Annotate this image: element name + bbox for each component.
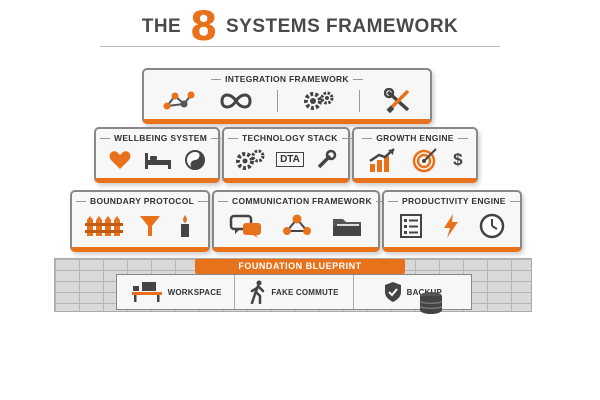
technology-stack-block: TECHNOLOGY STACK DTA [222,127,350,183]
diagram-title: THE 8 SYSTEMS FRAMEWORK [0,4,600,50]
title-number: 8 [189,4,218,50]
title-underline [100,46,500,47]
communication-framework-block: COMMUNICATION FRAMEWORK [212,190,380,252]
shield-icon [383,281,403,303]
boundary-protocol-block: BOUNDARY PROTOCOL [70,190,210,252]
yin-yang-icon [184,149,206,171]
heart-icon [108,149,132,171]
wrench-icon [315,149,337,171]
wrench-screwdriver-icon [384,87,412,114]
productivity-engine-label: PRODUCTIVITY ENGINE [384,196,520,206]
communication-framework-label: COMMUNICATION FRAMEWORK [214,196,378,206]
speech-bubbles-icon [229,213,263,239]
foundation-items: WORKSPACE FAKE COMMUTE BACKUP [116,274,472,310]
lightning-icon [442,213,460,239]
foundation-item-backup: BACKUP [352,275,471,309]
wellbeing-system-block: WELLBEING SYSTEM [94,127,220,183]
desk-icon [130,281,164,303]
divider [359,89,361,112]
bar-growth-icon [367,147,397,173]
boundary-protocol-label: BOUNDARY PROTOCOL [72,196,208,206]
foundation-blueprint-label: FOUNDATION BLUEPRINT [195,259,405,274]
dollar-icon: $ [453,149,463,169]
network-nodes-icon [162,90,196,112]
gears-icon [235,148,265,172]
growth-engine-block: GROWTH ENGINE $ [352,127,478,183]
backup-label: BACKUP [406,287,443,297]
wellbeing-system-label: WELLBEING SYSTEM [96,133,218,143]
growth-engine-label: GROWTH ENGINE [354,133,476,143]
data-tag-text: DTA [280,154,300,165]
fence-icon [85,214,125,238]
checklist-icon [399,213,423,239]
integration-framework-block: INTEGRATION FRAMEWORK [142,68,432,124]
gears-icon [302,89,336,113]
integration-framework-label: INTEGRATION FRAMEWORK [144,74,430,84]
target-icon [412,147,438,173]
candle-icon [175,213,195,239]
foundation-item-workspace: WORKSPACE [117,275,234,309]
funnel-icon [139,214,161,238]
fake-commute-label: FAKE COMMUTE [271,287,339,297]
database-icon [418,291,444,315]
workspace-label: WORKSPACE [167,287,222,297]
divider [277,89,279,112]
data-tag-icon: DTA [276,152,304,167]
walking-person-icon [249,280,267,304]
technology-stack-label: TECHNOLOGY STACK [224,133,348,143]
clock-icon [479,213,505,239]
infinity-icon [219,91,253,111]
bed-icon [143,149,173,171]
foundation-item-fake-commute: FAKE COMMUTE [234,275,352,309]
productivity-engine-block: PRODUCTIVITY ENGINE [382,190,522,252]
title-prefix: THE [141,16,182,37]
network-icon [281,213,313,239]
title-suffix: SYSTEMS FRAMEWORK [225,16,459,37]
folder-icon [331,214,363,238]
